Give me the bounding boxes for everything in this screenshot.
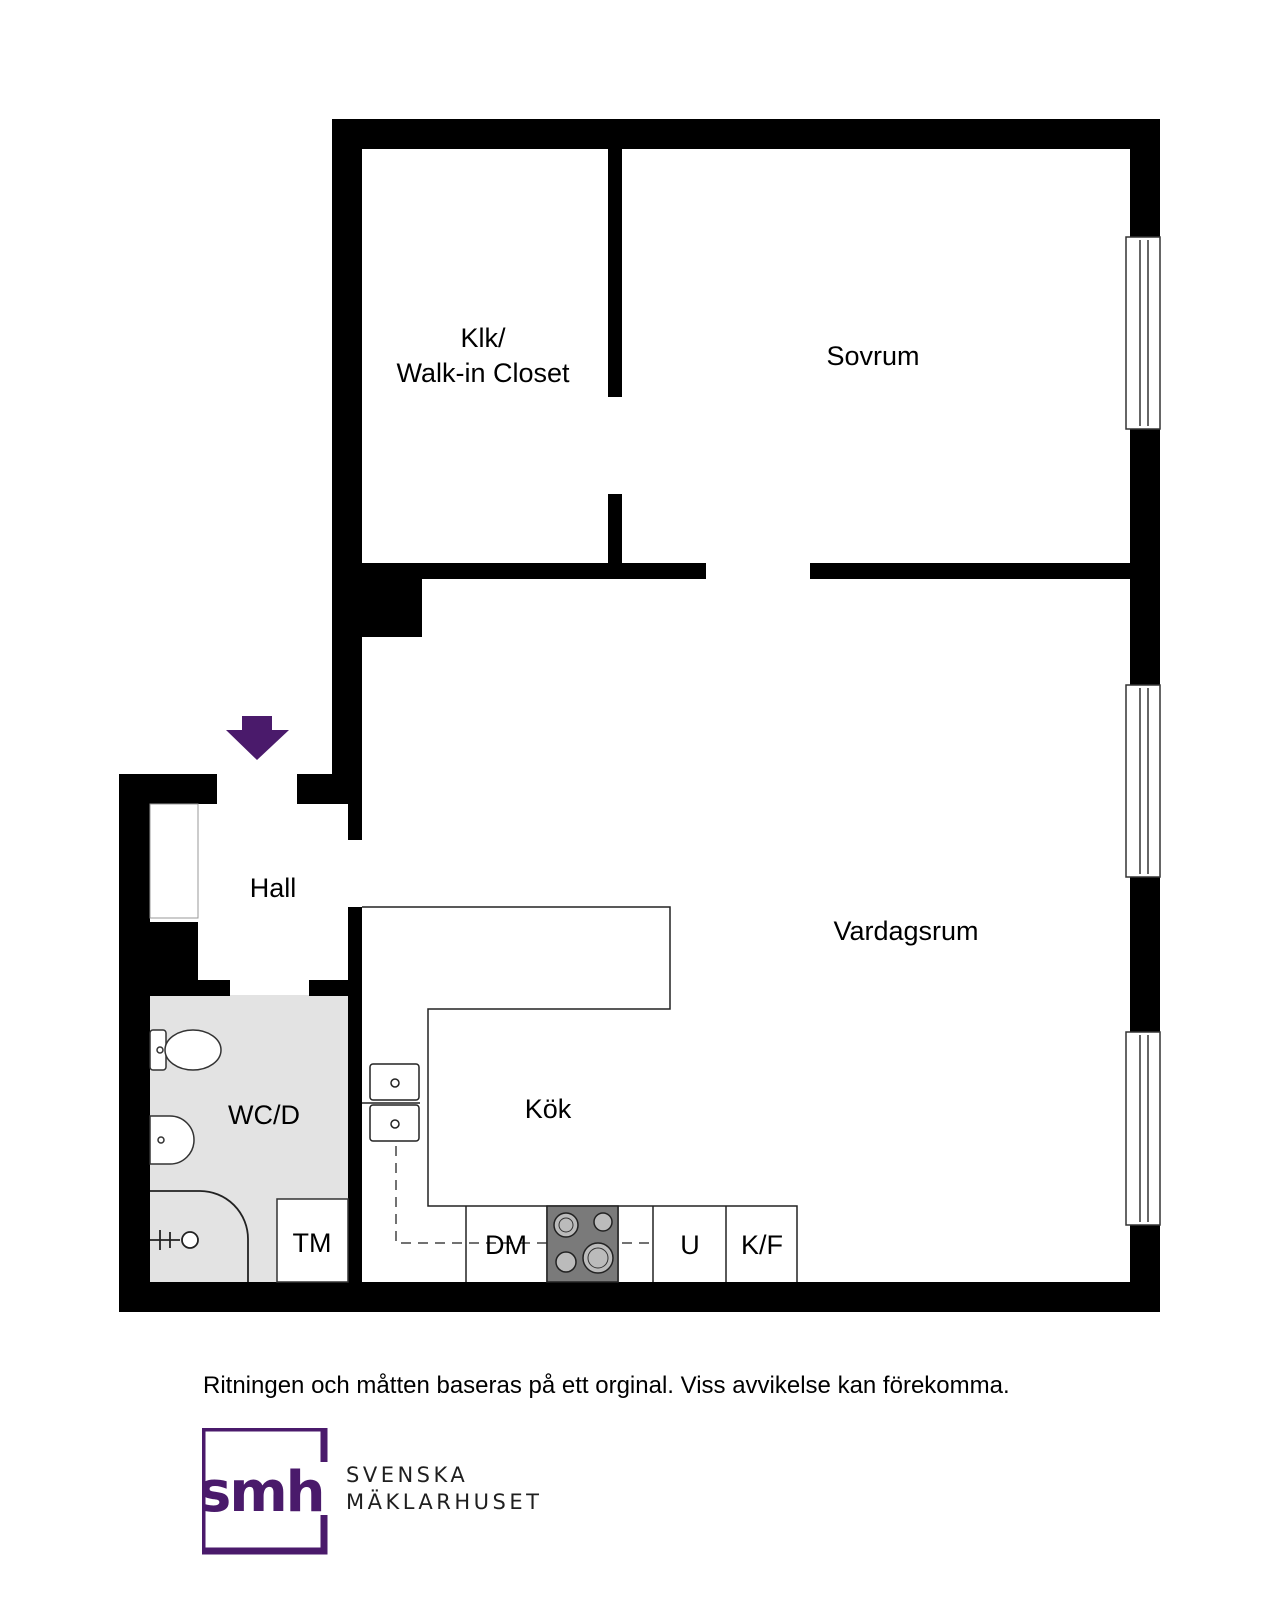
fixture-label-washer: TM (293, 1228, 332, 1258)
stove-icon (546, 1205, 619, 1283)
fixture-label-dishwasher: DM (485, 1230, 527, 1260)
room-label-closet-sub: Walk-in Closet (396, 358, 570, 388)
disclaimer-text: Ritningen och måtten baseras på ett orgi… (203, 1372, 1010, 1399)
shower-icon (150, 1190, 249, 1282)
fixture-label-oven: U (680, 1230, 700, 1260)
entrance-arrow-icon (226, 716, 289, 760)
room-label-bath: WC/D (228, 1100, 300, 1130)
room-label-closet: Klk/ (460, 323, 506, 353)
walls (119, 119, 1160, 1312)
fixture-label-fridge: K/F (741, 1230, 783, 1260)
toilet-icon (149, 1029, 222, 1071)
brand-line-2: MÄKLARHUSET (346, 1490, 543, 1514)
washbasin-icon (149, 1115, 195, 1165)
washer-box (276, 1198, 349, 1283)
room-label-living: Vardagsrum (833, 916, 978, 946)
smh-logo: smh (202, 1428, 328, 1555)
hall-closet (149, 803, 199, 919)
room-label-hall: Hall (250, 873, 297, 903)
brand-name: SVENSKA MÄKLARHUSET (346, 1462, 542, 1516)
logo-mark: smh (202, 1460, 324, 1525)
room-label-bedroom: Sovrum (826, 341, 919, 371)
kitchen-sink (362, 1063, 420, 1142)
room-label-kitchen: Kök (525, 1094, 572, 1124)
brand-line-1: SVENSKA (346, 1463, 469, 1487)
windows (1125, 236, 1161, 1226)
